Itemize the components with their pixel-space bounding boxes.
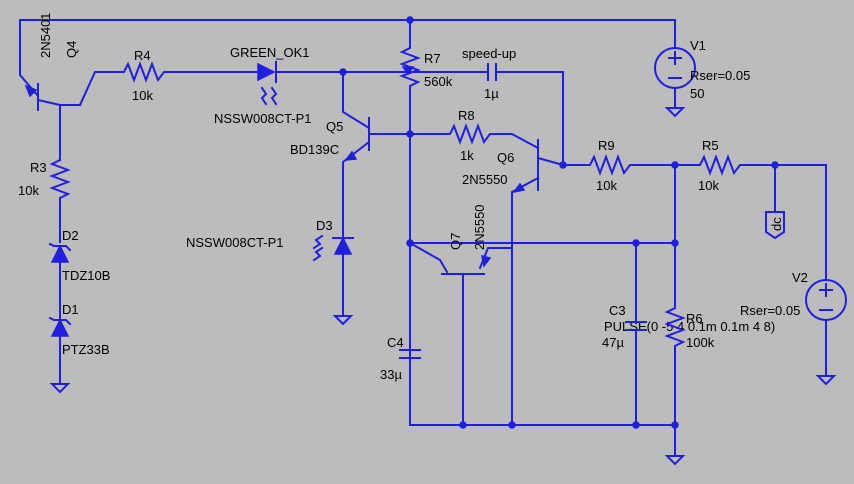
v2-source[interactable] — [805, 279, 847, 386]
r8-resistor[interactable] — [409, 123, 540, 150]
c3-ref: C3 — [609, 303, 626, 318]
dc-label: dc — [769, 217, 784, 231]
q4-model: 2N5401 — [38, 12, 53, 58]
v2-ref: V2 — [792, 270, 808, 285]
r7-ref: R7 — [424, 51, 441, 66]
d2-model: TDZ10B — [62, 268, 110, 283]
r4-ref: R4 — [134, 48, 151, 63]
q4-transistor[interactable] — [19, 19, 81, 161]
green-ok-ref: GREEN_OK1 — [230, 45, 309, 60]
q5-model: BD139C — [290, 142, 339, 157]
q7-model: 2N5550 — [472, 204, 487, 250]
green-ok-model: NSSW008CT-P1 — [214, 111, 312, 126]
d1-ref: D1 — [62, 302, 79, 317]
r5-resistor[interactable] — [674, 154, 827, 281]
r5-ref: R5 — [702, 138, 719, 153]
r6-ref: R6 — [686, 311, 703, 326]
d1-zener[interactable] — [48, 316, 72, 394]
r8-value: 1k — [460, 148, 474, 163]
r7-resistor[interactable] — [399, 19, 421, 426]
v1-source[interactable] — [654, 19, 696, 118]
q6-ref: Q6 — [497, 150, 514, 165]
d1-model: PTZ33B — [62, 342, 110, 357]
v2-rser: Rser=0.05 — [740, 303, 800, 318]
r4-value: 10k — [132, 88, 153, 103]
r9-resistor[interactable] — [562, 154, 676, 176]
r3-value: 10k — [18, 183, 39, 198]
q5-ref: Q5 — [326, 119, 343, 134]
c4-capacitor[interactable] — [399, 349, 421, 359]
q7-transistor[interactable] — [408, 241, 513, 426]
v1-rser: Rser=0.05 — [690, 68, 750, 83]
q5-transistor[interactable] — [342, 71, 411, 239]
d2-ref: D2 — [62, 228, 79, 243]
q7-ref: Q7 — [448, 233, 463, 250]
c4-value: 33µ — [380, 367, 402, 382]
c3-capacitor[interactable] — [625, 242, 647, 426]
q4-ref: Q4 — [64, 41, 79, 58]
r9-value: 10k — [596, 178, 617, 193]
v1-ref: V1 — [690, 38, 706, 53]
green-ok-led[interactable] — [257, 61, 344, 106]
d2-zener[interactable] — [48, 242, 72, 319]
q5-emitter-arrow — [344, 150, 358, 161]
speed-up-name: speed-up — [462, 46, 516, 61]
r5-value: 10k — [698, 178, 719, 193]
q6-emitter-arrow — [512, 182, 526, 194]
r3-ref: R3 — [30, 160, 47, 175]
dc-net-label[interactable] — [765, 164, 785, 240]
q6-transistor[interactable] — [511, 139, 565, 426]
q7-emitter-arrow — [481, 254, 492, 268]
c4-ref: C4 — [387, 335, 404, 350]
d3-model: NSSW008CT-P1 — [186, 235, 284, 250]
speed-up-value: 1µ — [484, 86, 499, 101]
r4-resistor[interactable] — [78, 61, 259, 107]
speed-up-capacitor[interactable] — [487, 63, 564, 166]
bottom-bus — [409, 421, 679, 429]
r9-ref: R9 — [598, 138, 615, 153]
c3-value: 47µ — [602, 335, 624, 350]
r7-value: 560k — [424, 74, 453, 89]
r6-resistor[interactable] — [664, 164, 686, 466]
r3-resistor[interactable] — [49, 158, 71, 243]
d3-ref: D3 — [316, 218, 333, 233]
r6-value: 100k — [686, 335, 715, 350]
q6-model: 2N5550 — [462, 172, 508, 187]
v1-value: 50 — [690, 86, 704, 101]
d3-led[interactable] — [312, 234, 354, 326]
r8-ref: R8 — [458, 108, 475, 123]
q4-emitter-arrow — [24, 84, 38, 98]
top-rail — [19, 16, 676, 24]
